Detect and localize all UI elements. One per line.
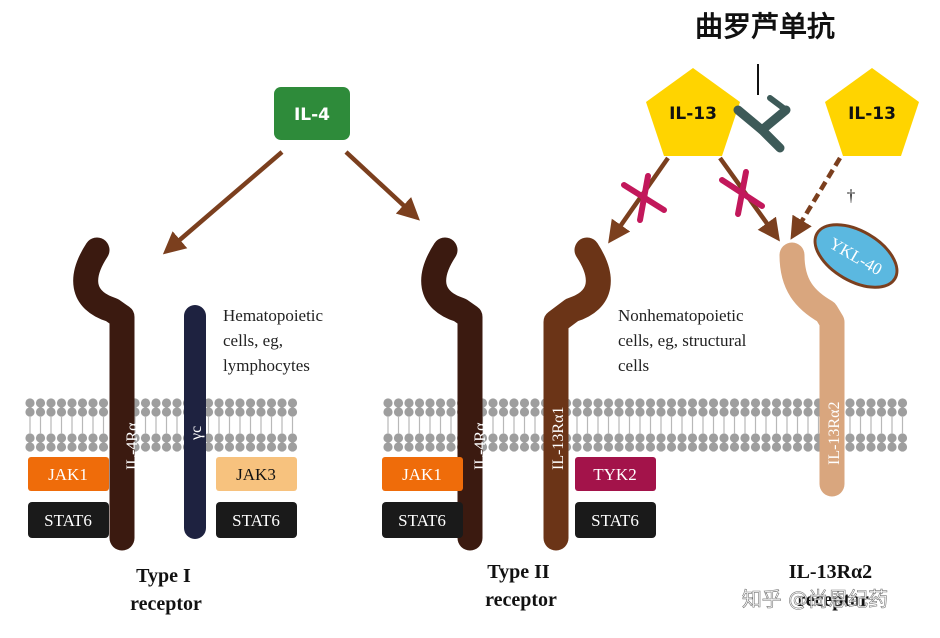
antibody-icon [733, 64, 791, 153]
type2-jak1-box [382, 457, 463, 491]
type1-cells-line2: cells, eg, [223, 331, 283, 350]
type1-cells-line1: Hematopoietic [223, 306, 324, 325]
dagger-mark: † [847, 186, 856, 205]
il13ra2-caption-line1: IL-13Rα2 [789, 561, 872, 583]
type2-il13ra1-chain [543, 237, 611, 551]
il4-to-type2-arrow [344, 150, 420, 221]
type1-stat6-right-label: STAT6 [232, 511, 280, 530]
ykl40-protein: YKL-40 [813, 223, 899, 289]
type2-stat6-left-label: STAT6 [398, 511, 446, 530]
type1-stat6-right-box [216, 502, 297, 538]
type1-jak1-box [28, 457, 109, 491]
il13-pentagon-right [825, 68, 919, 156]
drug-title: 曲罗芦单抗 [695, 10, 835, 43]
type2-caption-line1: Type II [487, 561, 550, 583]
block-mark-left [621, 173, 667, 223]
type2-cell-description: Nonhematopoietic cells, eg, structural c… [618, 306, 751, 375]
il13ra2-chain-label: IL-13Rα2 [826, 402, 843, 465]
type2-il4ra-chain [421, 237, 483, 551]
type1-caption: Type I receptor [130, 565, 202, 615]
type2-il13ra1-label: IL-13Rα1 [550, 407, 567, 470]
type2-caption-line2: receptor [485, 589, 557, 611]
type2-stat6-left-box [382, 502, 463, 538]
type2-jak1-label: JAK1 [402, 465, 442, 484]
type1-caption-line1: Type I [136, 565, 191, 587]
type2-stat6-right-label: STAT6 [591, 511, 639, 530]
type2-cells-line2: cells, eg, structural [618, 331, 747, 350]
il4-to-type1-arrow [162, 150, 284, 255]
watermark-text: 知乎 @尚恩纪药 [742, 587, 888, 611]
il13-dashed-arrow [790, 156, 842, 240]
type2-cells-line3: cells [618, 356, 649, 375]
type2-tyk2-label: TYK2 [593, 465, 636, 484]
il4-label: IL-4 [294, 105, 330, 125]
block-mark-right [719, 169, 765, 217]
type1-gamma-c-chain [184, 305, 206, 539]
type2-tyk2-box [575, 457, 656, 491]
il13ra2-chain [779, 242, 845, 497]
type1-stat6-left-box [28, 502, 109, 538]
type1-il4ra-label: IL-4Rα [124, 422, 141, 470]
type1-jak3-box [216, 457, 297, 491]
il13ra2-caption: IL-13Rα2 receptor [789, 561, 877, 611]
il13ra2-caption-line2: receptor [797, 589, 869, 611]
type2-caption: Type II receptor [485, 561, 557, 611]
il13-label-left: IL-13 [669, 104, 717, 124]
ykl40-ellipse [813, 223, 899, 289]
il13-pentagon-left [646, 68, 740, 156]
cell-membrane-left [25, 398, 298, 452]
type1-caption-line2: receptor [130, 593, 202, 615]
il13-ligand-right: IL-13 [825, 68, 919, 156]
type1-jak1-label: JAK1 [48, 465, 88, 484]
type1-cells-line3: lymphocytes [223, 356, 310, 375]
il4-ligand: IL-4 [274, 87, 350, 140]
type1-stat6-left-label: STAT6 [44, 511, 92, 530]
type1-gamma-c-label: γc [188, 426, 205, 441]
il13-ligand-left: IL-13 [646, 68, 740, 156]
type2-il4ra-label: IL-4Rα [472, 422, 489, 470]
il4-box [274, 87, 350, 140]
type2-stat6-right-box [575, 502, 656, 538]
type1-cell-description: Hematopoietic cells, eg, lymphocytes [223, 306, 327, 375]
type1-jak3-label: JAK3 [236, 465, 276, 484]
type2-cells-line1: Nonhematopoietic [618, 306, 744, 325]
type1-il4ra-chain [73, 237, 135, 551]
il13-label-right: IL-13 [848, 104, 896, 124]
